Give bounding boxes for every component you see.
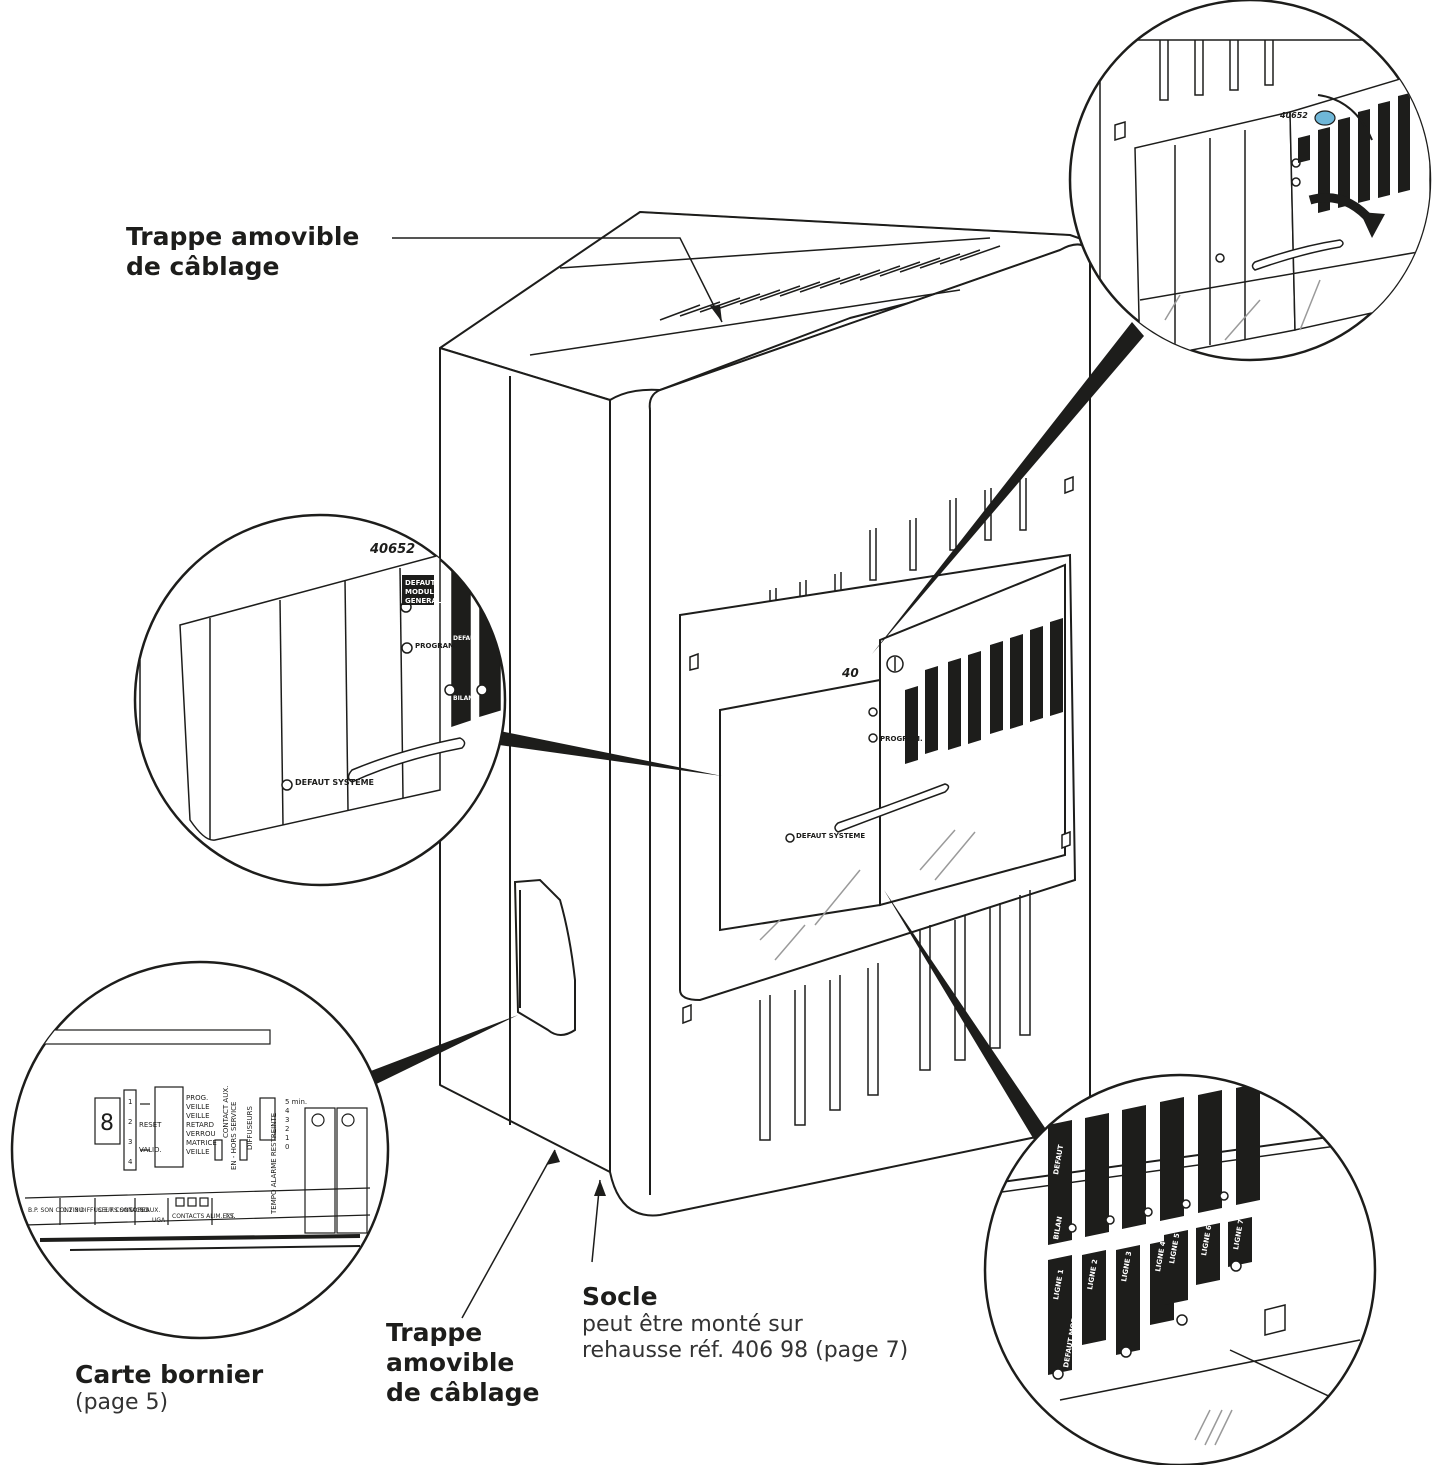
zoom-left-defaut-2: MODULE: [405, 588, 439, 596]
leader-trappe-bottom: [461, 1149, 556, 1319]
wedge-bottom-right: [884, 890, 1060, 1158]
terminal-contact-aux: CONTACT AUX.: [222, 1086, 230, 1138]
label-trappe-top-line1: Trappe amovible: [126, 222, 360, 251]
zoom-tr-model: 40652: [1279, 111, 1308, 120]
terminal-display-digit: 8: [100, 1111, 114, 1136]
terminal-bottom-3: SC: [140, 1207, 148, 1214]
terminal-switch-3: 3: [128, 1138, 132, 1146]
terminal-tempo-4: 1: [285, 1134, 289, 1142]
zoom-terminal: 8 1 2 3 4 RESET VALID. PROG. VEILLE VEIL…: [10, 960, 390, 1340]
zoom-left-program: PROGRAM.: [415, 642, 458, 650]
terminal-mode-4: VERROU: [186, 1130, 216, 1138]
zoom-top-right: 40652: [1068, 0, 1432, 362]
terminal-bottom-6: T.S.: [224, 1213, 236, 1220]
terminal-switch-2: 2: [128, 1118, 132, 1126]
terminal-mode-6: VEILLE: [186, 1148, 210, 1156]
zoom-left-model: 40652: [369, 542, 415, 557]
terminal-tempo-label: TEMPO ALARME RESTREINTE: [270, 1113, 278, 1215]
terminal-mode-5: MATRICE: [186, 1139, 217, 1147]
label-trappe-bottom-line3: de câblage: [386, 1378, 540, 1407]
callout-wedges: [355, 322, 1144, 1158]
terminal-reset-label: RESET: [139, 1121, 162, 1129]
label-socle: Socle peut être monté sur rehausse réf. …: [582, 1282, 908, 1365]
glass-reflection: [759, 829, 976, 961]
terminal-bottom-4: UGA: [152, 1217, 166, 1224]
wedge-left: [478, 728, 722, 776]
label-socle-title: Socle: [582, 1282, 658, 1311]
label-carte-sub: (page 5): [75, 1390, 169, 1415]
zoom-left-defaut-systeme: DEFAUT SYSTEME: [295, 778, 374, 787]
front-module-strips: [905, 618, 1063, 764]
terminal-en-hors-service: EN - HORS SERVICE: [230, 1102, 238, 1170]
side-trappe: [513, 878, 576, 1036]
label-trappe-bottom: Trappe amovible de câblage: [386, 1318, 539, 1408]
zoom-left-defaut-1: DEFAUT: [405, 579, 435, 587]
terminal-mode-3: RETARD: [186, 1121, 214, 1129]
terminal-diffuseurs: DIFFUSEURS: [246, 1106, 254, 1150]
terminal-tempo-3: 2: [285, 1125, 289, 1133]
terminal-mode-2: VEILLE: [186, 1112, 210, 1120]
terminal-tempo-2: 3: [285, 1116, 289, 1124]
zoom-left-tag-bilan: BILAN: [453, 695, 473, 702]
label-trappe-top: Trappe amovible de câblage: [126, 222, 359, 282]
terminal-bottom-2: C E T CONTACT AUX.: [98, 1207, 160, 1214]
terminal-mode-1: VEILLE: [186, 1103, 210, 1111]
label-socle-line2: rehausse réf. 406 98 (page 7): [582, 1338, 909, 1364]
front-leds: [785, 655, 904, 843]
zoom-left-tag-defaut: DEFAUT: [453, 635, 480, 642]
terminal-switch-1: 1: [128, 1098, 132, 1106]
label-socle-line1: peut être monté sur: [582, 1312, 803, 1337]
terminal-switch-4: 4: [128, 1158, 133, 1166]
zoom-bottom-right: DEFAUT BILAN LIGNE 1 LIGNE 2 LIGNE 3 LIG…: [983, 1073, 1377, 1467]
terminal-valid-label: VALID.: [139, 1146, 162, 1154]
front-program: PROGRAM.: [880, 735, 923, 743]
front-defaut-systeme: DEFAUT SYSTEME: [796, 832, 865, 840]
terminal-mode-0: PROG.: [186, 1094, 208, 1102]
terminal-tempo-5: 0: [285, 1143, 289, 1151]
label-carte-bornier: Carte bornier (page 5): [75, 1360, 263, 1416]
terminal-tempo-0: 5 min.: [285, 1098, 307, 1106]
terminal-tempo-1: 4: [285, 1107, 290, 1115]
label-trappe-bottom-line1: Trappe: [386, 1318, 483, 1347]
top-vents: [529, 211, 1071, 391]
terminal-bottom-5: CONTACTS ALIM.EXT.: [172, 1213, 235, 1220]
front-model-partial: 40: [841, 666, 859, 680]
label-trappe-top-line2: de câblage: [126, 252, 280, 281]
mount-markers: [682, 475, 1074, 1025]
leader-arrows: [546, 305, 722, 1196]
zoom-left-defaut-3: GENERAL: [405, 597, 442, 605]
front-handle: [834, 783, 950, 833]
wedge-terminal: [355, 1015, 518, 1091]
front-module-text: 40 DEFAUT SYSTEME PROGRAM.: [796, 666, 923, 840]
zoom-left: 40652 DEFAUT MODULE GENERAL PROGRAM. DEF…: [133, 513, 507, 887]
leader-trappe-top: [392, 237, 723, 323]
label-carte-title: Carte bornier: [75, 1360, 264, 1389]
terminal-bottom-0: B.P. SON CONTINU: [28, 1207, 83, 1214]
front-slots-lower: [759, 890, 1031, 1141]
terminal-bottom-1: 1 2 3 DIFFUSEURS SONORES: [63, 1207, 149, 1214]
label-trappe-bottom-line2: amovible: [386, 1348, 515, 1377]
wedge-top-right: [872, 322, 1144, 654]
